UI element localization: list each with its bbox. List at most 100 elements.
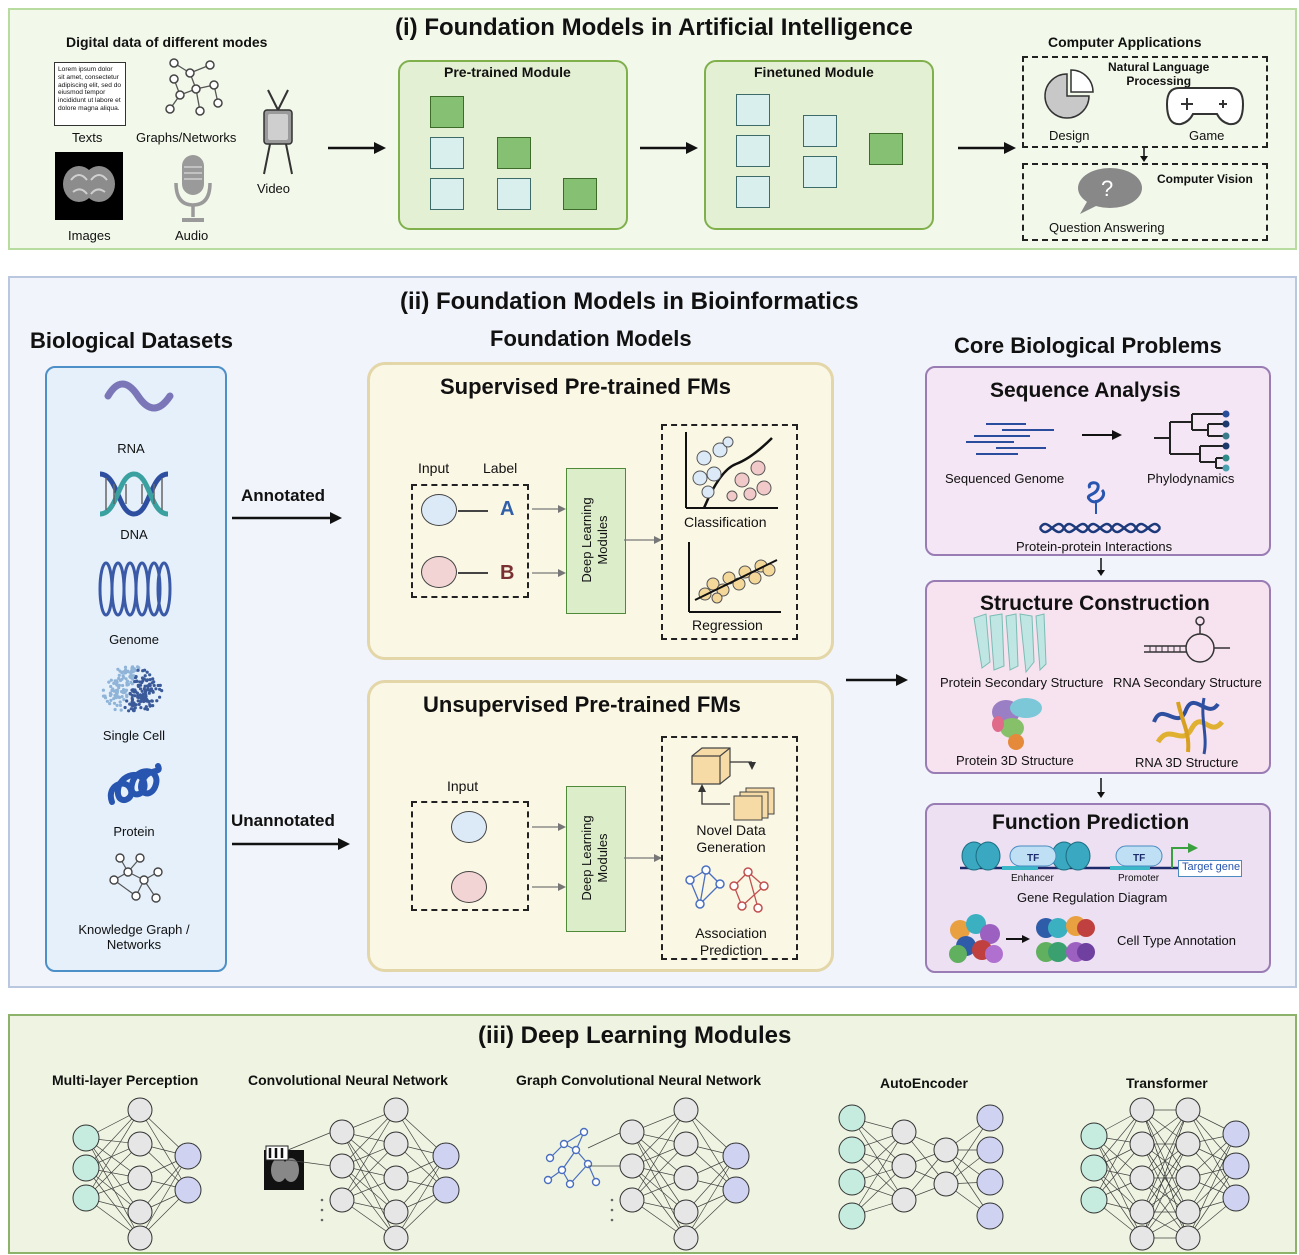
transformer-network (1080, 1097, 1250, 1251)
network-node (127, 1199, 153, 1225)
network-node (383, 1097, 409, 1123)
classification-plot (685, 432, 778, 509)
cnn-network (264, 1097, 460, 1251)
regression-label: Regression (692, 617, 763, 633)
lorem-line: adipiscing elit, sed do (58, 81, 122, 89)
network-node (673, 1165, 699, 1191)
pretrained-module-title: Pre-trained Module (444, 64, 571, 80)
network-node (1222, 1120, 1250, 1148)
network-node (1175, 1165, 1201, 1191)
transformer-title: Transformer (1126, 1075, 1208, 1091)
dataset-label-knowledge-graph: Knowledge Graph / Networks (78, 922, 190, 952)
enhancer-label: Enhancer (1011, 873, 1054, 884)
network-node (1222, 1152, 1250, 1180)
lorem-line: sit amet, consectetur (58, 73, 119, 81)
target-gene-label: Target gene (1182, 861, 1241, 873)
sorted-cells-icon (1036, 916, 1095, 962)
network-node (127, 1225, 153, 1251)
input-node (421, 556, 457, 588)
network-node (673, 1097, 699, 1123)
knowledge-graph-icon (109, 853, 163, 903)
unannotated-label: Unannotated (231, 811, 335, 830)
target-gene-box (1178, 860, 1242, 877)
audio-label: Audio (175, 228, 209, 243)
module-block (430, 96, 464, 128)
module-block (736, 94, 770, 126)
cv-label: Computer Vision (1157, 172, 1253, 186)
network-node (329, 1119, 355, 1145)
function-prediction-title: Function Prediction (992, 811, 1190, 834)
gcn-graph-icon (543, 1127, 601, 1189)
input-box (411, 801, 529, 911)
network-node (1080, 1154, 1108, 1182)
section-dl-title: (iii) Deep Learning Modules (478, 1022, 792, 1049)
network-node (891, 1119, 917, 1145)
annotated-label: Annotated (241, 486, 326, 505)
arrow-down-icon (1097, 558, 1105, 576)
question-mark: ? (1101, 176, 1114, 201)
network-node (127, 1131, 153, 1157)
images-label: Images (68, 228, 111, 243)
datasets-heading: Biological Datasets (30, 328, 233, 353)
dataset-label-genome: Genome (109, 632, 159, 647)
arrow-icon (328, 142, 386, 154)
gamepad-icon (1165, 87, 1245, 126)
network-node (1129, 1199, 1155, 1225)
text-document-icon: Lorem ipsum dolor sit amet, consectetur … (54, 62, 126, 126)
dataset-label-rna: RNA (117, 441, 145, 456)
network-node (838, 1168, 866, 1196)
arrow-icon (1006, 935, 1030, 943)
phylogenetic-tree-icon (1154, 410, 1230, 472)
ppi-label: Protein-protein Interactions (1016, 539, 1173, 554)
network-node (383, 1165, 409, 1191)
arrow-icon (846, 674, 908, 686)
tv-icon (263, 89, 293, 175)
protein-secondary-label: Protein Secondary Structure (940, 675, 1104, 690)
rna-3d-label: RNA 3D Structure (1135, 755, 1239, 770)
sequenced-genome-icon (966, 423, 1054, 455)
deep-learning-block (566, 468, 626, 614)
section-ai-title: (i) Foundation Models in Artificial Inte… (395, 14, 913, 41)
section-ai (8, 8, 1297, 250)
network-node (976, 1104, 1004, 1132)
module-block (430, 178, 464, 210)
module-block (430, 137, 464, 169)
network-node (1222, 1184, 1250, 1212)
input-label: Input (418, 460, 450, 476)
arrow-icon (640, 142, 698, 154)
association-prediction-label: Association Prediction (695, 925, 767, 958)
gene-regulation-label: Gene Regulation Diagram (1017, 890, 1168, 905)
protein-3d-label: Protein 3D Structure (956, 753, 1074, 768)
network-node (1175, 1225, 1201, 1251)
apps-box-top (1022, 56, 1268, 148)
connector-line (458, 572, 488, 574)
network-node (1080, 1122, 1108, 1150)
single-cell-icon (101, 665, 164, 713)
network-node (673, 1225, 699, 1251)
classification-label: Classification (684, 514, 767, 530)
network-node (383, 1131, 409, 1157)
cell-cluster-icon (949, 914, 1003, 963)
genome-icon (98, 561, 172, 617)
apps-heading: Computer Applications (1048, 34, 1202, 50)
association-network-icon (685, 865, 769, 913)
module-block (736, 176, 770, 208)
network-node (72, 1124, 100, 1152)
network-node (127, 1165, 153, 1191)
phylodynamics-label: Phylodynamics (1147, 471, 1235, 486)
regression-plot (688, 542, 781, 613)
rna-secondary-icon (1144, 616, 1230, 663)
dataset-label-single-cell: Single Cell (102, 728, 166, 743)
network-node (1175, 1097, 1201, 1123)
network-node (933, 1137, 959, 1163)
design-label: Design (1049, 128, 1090, 143)
arrow-icon (958, 142, 1016, 154)
network-node (673, 1131, 699, 1157)
network-node (1175, 1199, 1201, 1225)
network-node (619, 1187, 645, 1213)
network-node (174, 1176, 202, 1204)
arrow-icon (624, 536, 662, 544)
network-node (383, 1225, 409, 1251)
rna-3d-icon (1152, 697, 1224, 755)
network-node (174, 1142, 202, 1170)
